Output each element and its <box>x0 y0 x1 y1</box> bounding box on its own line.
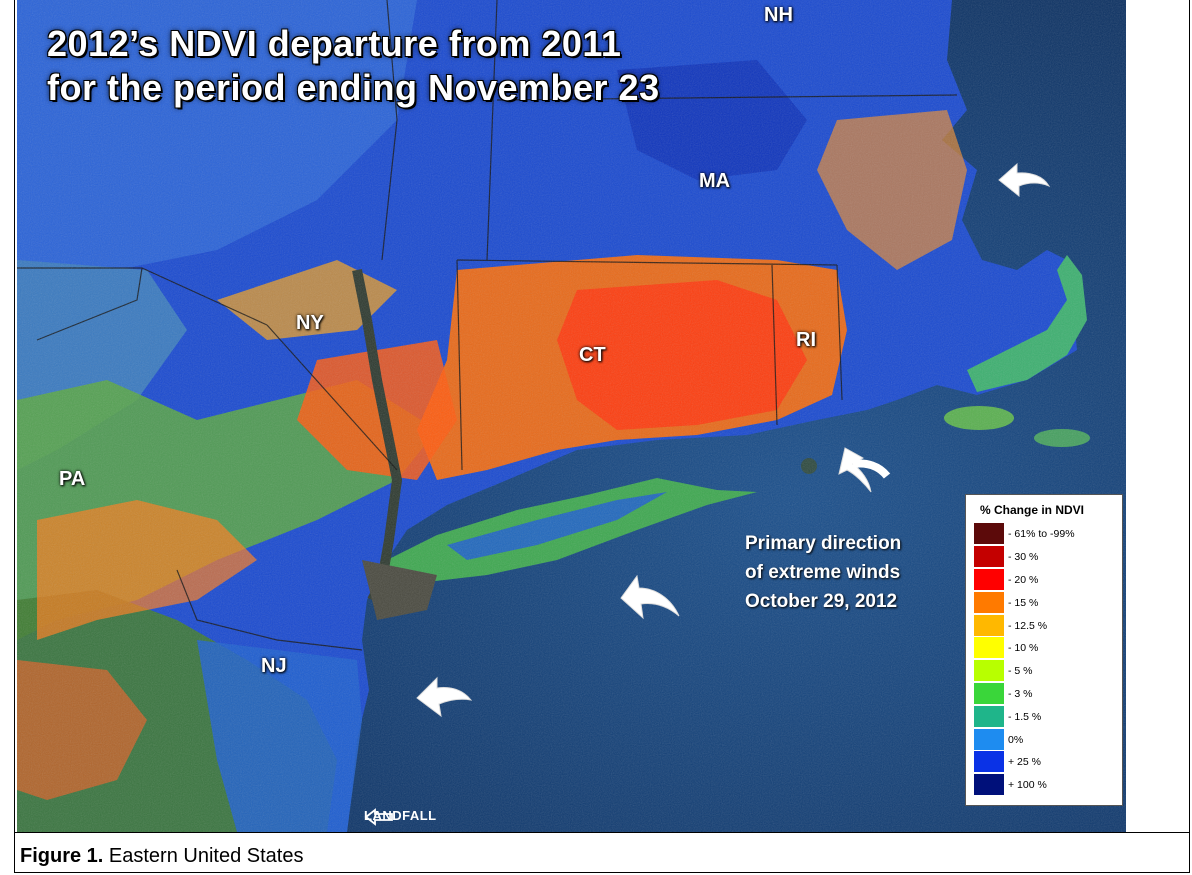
legend-label: - 5 % <box>1008 665 1033 678</box>
curved-arrow-icon <box>838 447 891 493</box>
legend-swatch <box>974 637 1004 660</box>
legend-item: - 20 % <box>974 568 1116 592</box>
state-label-ma: MA <box>699 170 731 192</box>
legend-label: - 30 % <box>1008 551 1039 564</box>
legend-swatch <box>974 728 1004 751</box>
left-arrow-outline-icon <box>364 808 393 826</box>
landfall-marker: LANDFALL <box>364 808 437 826</box>
state-label-nj: NJ <box>261 655 287 677</box>
table-divider <box>14 832 1190 833</box>
legend-swatch <box>974 546 1004 569</box>
legend-swatch <box>974 774 1004 797</box>
legend-label: + 25 % <box>1008 756 1041 769</box>
legend-label: 0% <box>1008 733 1024 746</box>
legend-swatch <box>974 751 1004 774</box>
ndvi-legend: % Change in NDVI - 61% to -99% - 30 % - 20… <box>965 494 1123 806</box>
state-label-nh: NH <box>764 4 793 26</box>
legend-title: % Change in NDVI <box>980 503 1085 517</box>
map-graphic <box>17 0 1126 832</box>
curved-arrow-icon <box>998 162 1051 198</box>
state-label-ct: CT <box>579 344 606 366</box>
legend-item: - 12.5 % <box>974 614 1116 637</box>
legend-label: - 12.5 % <box>1008 619 1048 632</box>
wind-annotation-line1: Primary direction <box>745 533 902 554</box>
legend-item: - 1.5 % <box>974 705 1116 728</box>
legend-swatch <box>974 523 1004 546</box>
legend-label: - 10 % <box>1008 642 1039 655</box>
figure-frame <box>14 0 1190 873</box>
map-title-line1: 2012’s NDVI departure from 2011 <box>47 23 622 64</box>
map-title: 2012’s NDVI departure from 2011 for the … <box>47 22 660 110</box>
map-title-line2: for the period ending November 23 <box>47 67 660 108</box>
legend-label: - 61% to -99% <box>1008 528 1075 541</box>
legend-swatch <box>974 660 1004 683</box>
legend-label: - 3 % <box>1008 687 1033 700</box>
legend-item: - 5 % <box>974 660 1116 683</box>
legend-swatch <box>974 568 1004 591</box>
legend-rows: - 61% to -99% - 30 % - 20 % - 15 % - 12.5 % -… <box>974 523 1116 797</box>
ndvi-map: 2012’s NDVI departure from 2011 for the … <box>17 0 1126 832</box>
curved-arrow-icon <box>620 574 680 620</box>
legend-label: + 100 % <box>1008 779 1047 792</box>
legend-swatch <box>974 591 1004 614</box>
legend-label: - 15 % <box>1008 596 1039 609</box>
wind-annotation-line3: October 29, 2012 <box>745 591 898 612</box>
caption-text: Eastern United States <box>103 845 304 867</box>
legend-swatch <box>974 614 1004 637</box>
legend-item: - 61% to -99% <box>974 523 1116 546</box>
figure-caption: Figure 1. Eastern United States <box>20 845 303 868</box>
wind-annotation: Primary direction of extreme winds Octob… <box>745 529 901 616</box>
legend-item: - 10 % <box>974 637 1116 660</box>
state-label-pa: PA <box>59 468 86 490</box>
legend-item: 0% <box>974 728 1116 751</box>
curved-arrow-icon <box>416 676 473 718</box>
legend-label: - 1.5 % <box>1008 710 1042 723</box>
legend-item: - 15 % <box>974 591 1116 614</box>
state-label-ny: NY <box>296 312 324 334</box>
legend-item: + 100 % <box>974 774 1116 797</box>
legend-swatch <box>974 682 1004 705</box>
legend-label: - 20 % <box>1008 573 1039 586</box>
legend-item: + 25 % <box>974 751 1116 774</box>
state-label-ri: RI <box>796 329 816 351</box>
legend-item: - 30 % <box>974 546 1116 569</box>
legend-item: - 3 % <box>974 682 1116 706</box>
wind-annotation-line2: of extreme winds <box>745 562 901 583</box>
caption-label: Figure 1. <box>20 845 104 867</box>
legend-swatch <box>974 705 1004 728</box>
